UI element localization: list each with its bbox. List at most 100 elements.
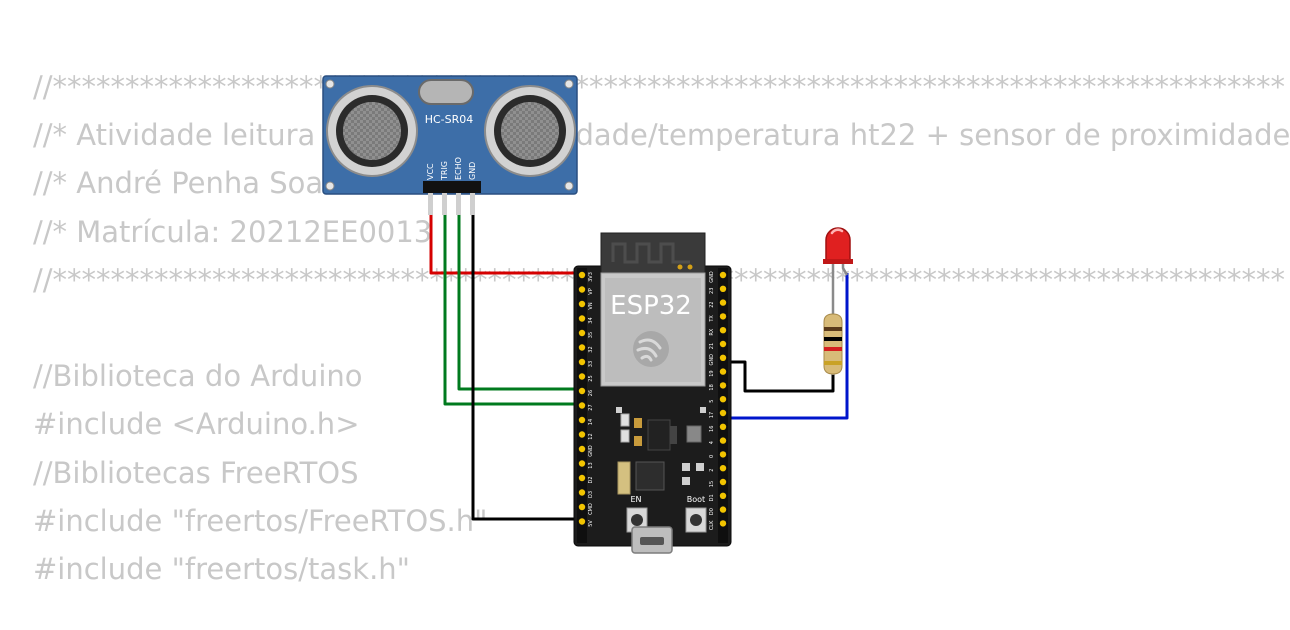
transducer-left: [326, 85, 418, 177]
esp32-right-pin-label: 22: [709, 301, 715, 307]
esp32-right-pin-label: TX: [709, 315, 715, 323]
esp32-right-pin-label: 15: [709, 481, 715, 487]
esp32-right-pin[interactable]: [719, 271, 727, 279]
esp32-left-pin[interactable]: [578, 402, 586, 409]
esp32-left-pin[interactable]: [578, 358, 586, 366]
esp32-right-pin[interactable]: [719, 368, 727, 375]
esp32-right-pin[interactable]: [719, 423, 727, 430]
esp32-left-pin[interactable]: [578, 387, 586, 395]
esp32-left-pin-label: D3: [588, 491, 594, 498]
esp32-left-pin-label: 27: [588, 404, 594, 410]
wire-led-cathode[interactable]: [722, 360, 835, 393]
sensor-pin-echo[interactable]: [456, 193, 461, 215]
esp32-left-pin[interactable]: [578, 416, 586, 424]
ultrasonic-sensor[interactable]: HC-SR04 VCC TRIG ECHO GND: [322, 75, 578, 215]
esp32-right-pin-label: GND: [709, 354, 715, 366]
esp32-left-pin-label: CMD: [588, 503, 594, 515]
mount-hole: [564, 181, 574, 191]
esp32-left-pin[interactable]: [578, 489, 586, 496]
esp32-right-pin[interactable]: [719, 492, 727, 499]
esp32-right-pin[interactable]: [719, 506, 727, 513]
sensor-pin-trig-label: TRIG: [440, 161, 449, 181]
esp32-right-pin-label: GND: [709, 271, 715, 283]
esp32-left-pin-label: 33: [588, 361, 594, 367]
esp32-left-pin[interactable]: [578, 373, 586, 380]
esp32-left-pin-label: 14: [588, 419, 594, 425]
esp32-right-pin-label: CLK: [709, 520, 715, 530]
esp32-right-pin[interactable]: [719, 396, 727, 403]
code-line[interactable]: //Biblioteca do Arduino: [33, 359, 363, 394]
esp32-left-pin[interactable]: [578, 271, 586, 279]
en-button[interactable]: [626, 507, 648, 533]
esp32-right-pin[interactable]: [719, 382, 727, 389]
esp32-left-pin[interactable]: [578, 286, 586, 293]
esp32-right-pins: [719, 271, 727, 527]
wire-gnd[interactable]: [471, 215, 581, 521]
esp32-right-pin-label: D1: [709, 494, 715, 501]
esp32-right-pin-label: 16: [709, 426, 715, 432]
esp32-left-pin-label: 13: [588, 462, 594, 468]
wire-led-anode[interactable]: [722, 273, 849, 420]
esp32-left-pin[interactable]: [578, 315, 586, 322]
esp32-right-pin[interactable]: [719, 465, 727, 472]
esp32-right-pin[interactable]: [719, 327, 727, 334]
esp32-right-pin[interactable]: [719, 340, 727, 348]
boot-button[interactable]: [685, 507, 707, 533]
esp32-right-pin-label: 0: [709, 455, 715, 458]
esp32-right-pin[interactable]: [719, 451, 727, 458]
esp32-left-pin[interactable]: [578, 300, 586, 308]
esp32-right-pin[interactable]: [719, 299, 727, 306]
wire-echo[interactable]: [457, 215, 581, 391]
wire-vcc[interactable]: [429, 215, 581, 275]
esp32-left-pin[interactable]: [578, 518, 586, 525]
wire-trig[interactable]: [443, 215, 581, 406]
esp32-right-pin[interactable]: [719, 354, 727, 361]
esp32-right-pin[interactable]: [719, 313, 727, 320]
mount-hole: [325, 181, 335, 191]
esp32-right-pin[interactable]: [719, 285, 727, 292]
esp32-label: ESP32: [610, 291, 692, 321]
esp32-left-pin-label: GND: [588, 445, 594, 457]
resistor[interactable]: [823, 302, 843, 375]
esp32-right-pin[interactable]: [719, 437, 727, 444]
sensor-pin-vcc[interactable]: [428, 193, 433, 215]
mount-hole: [325, 79, 335, 89]
sensor-pin-echo-label: ECHO: [454, 157, 463, 180]
esp32-left-pin[interactable]: [578, 329, 586, 337]
code-line[interactable]: //* Matrícula: 20212EE0013: [33, 214, 433, 249]
crystal: [418, 79, 474, 105]
sensor-pin-gnd[interactable]: [470, 193, 475, 215]
esp32-right-pin-label: 5: [709, 400, 715, 403]
code-line[interactable]: #include <Arduino.h>: [33, 407, 360, 442]
code-line[interactable]: //**************************************…: [33, 70, 1286, 104]
esp32-left-pin-label: VP: [588, 288, 594, 294]
esp32-left-pin-label: 5V: [588, 520, 594, 527]
esp32-antenna: [600, 232, 706, 274]
esp32-left-pin[interactable]: [578, 445, 586, 453]
esp32-left-pin[interactable]: [578, 431, 586, 438]
esp32-right-pin[interactable]: [719, 478, 727, 486]
esp32-left-pin-label: 34: [588, 317, 594, 323]
sensor-pin-labels: VCC TRIG ECHO GND: [426, 157, 477, 181]
mount-hole: [564, 79, 574, 89]
esp32-left-pin[interactable]: [578, 474, 586, 482]
esp32-right-pin[interactable]: [719, 520, 727, 527]
sensor-label: HC-SR04: [425, 113, 474, 126]
red-led[interactable]: [823, 227, 853, 302]
usb-port[interactable]: [631, 526, 673, 554]
esp32-left-pin[interactable]: [578, 344, 586, 351]
esp32-right-pin[interactable]: [719, 409, 727, 417]
sensor-pin-trig[interactable]: [442, 193, 447, 215]
esp32-left-pin[interactable]: [578, 460, 586, 467]
circuit-diagram: HC-SR04 VCC TRIG ECHO GND: [322, 75, 853, 554]
code-line[interactable]: //Bibliotecas FreeRTOS: [33, 455, 359, 490]
code-line[interactable]: #include "freertos/FreeRTOS.h": [33, 503, 488, 538]
esp32-left-pins: [578, 271, 586, 525]
esp32-components: [616, 407, 706, 495]
esp32-left-pin[interactable]: [578, 503, 586, 511]
code-line[interactable]: #include "freertos/task.h": [33, 551, 410, 586]
esp32-devkit[interactable]: ESP32 3V3VPVN343532332526271412GND13D2D3…: [573, 232, 732, 554]
esp32-right-pin-label: 2: [709, 469, 715, 472]
esp32-right-pin-label: 17: [709, 412, 715, 418]
